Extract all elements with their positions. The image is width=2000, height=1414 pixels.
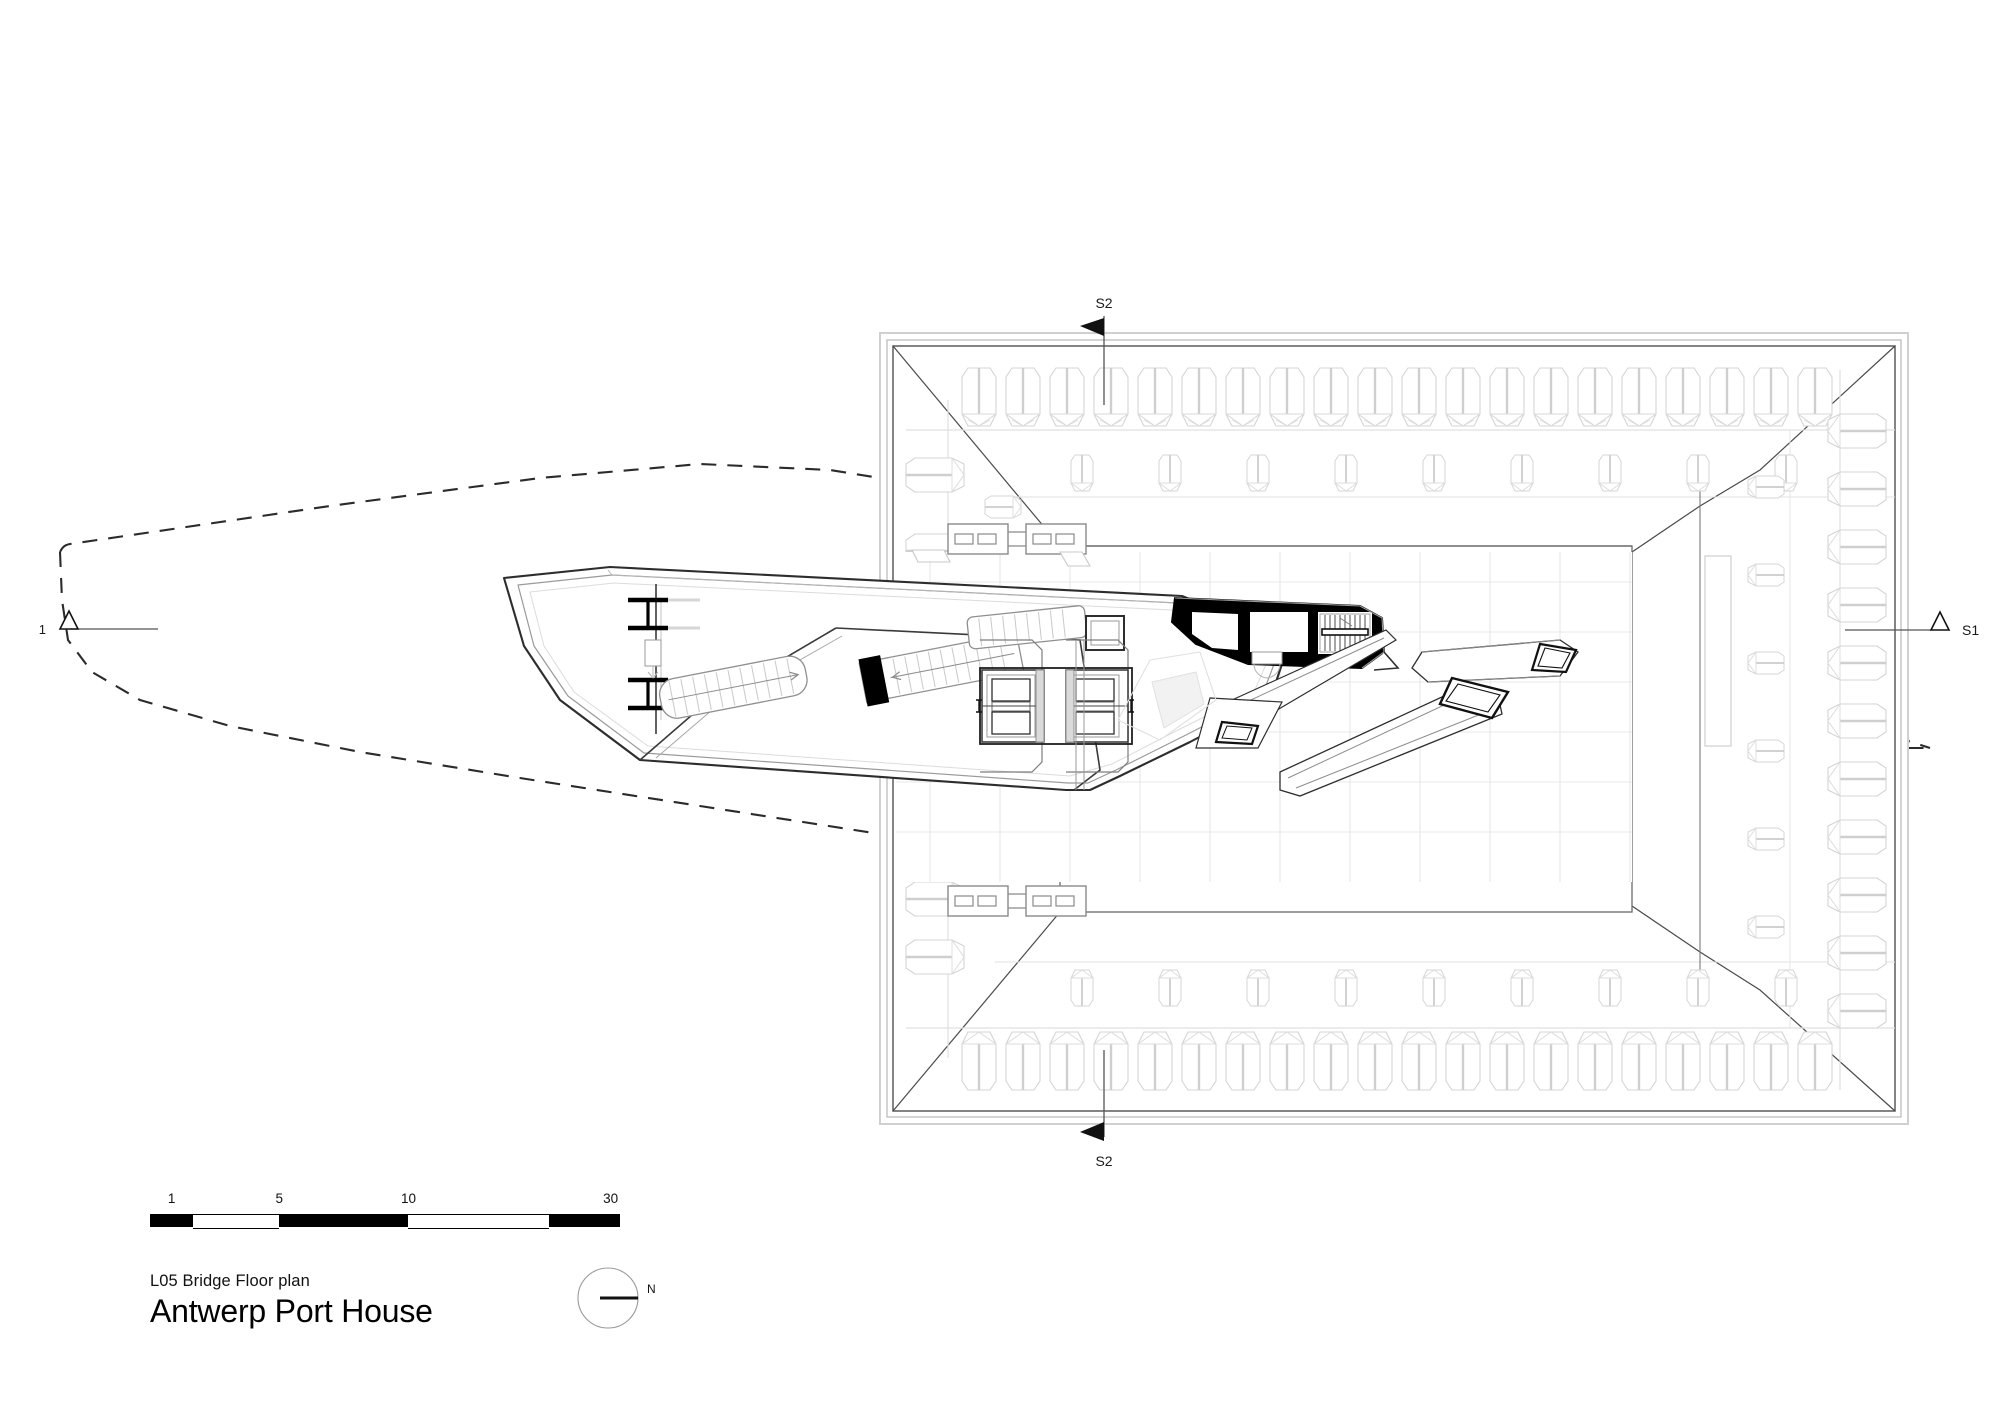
scale-bar-ticks: 1 5 10 30 [150,1192,620,1212]
elevator-left [976,669,1045,743]
scale-segment-1 [150,1214,194,1227]
title-block: 1 5 10 30 L05 Bridge Floor plan Antwerp … [150,1192,850,1330]
scale-tick-1: 1 [167,1191,176,1206]
section-marker-s2-bottom: S2 [1080,1050,1113,1169]
scale-segment-4 [408,1214,550,1229]
scale-tick-5: 5 [275,1191,284,1206]
section-marker-s1-left: 1 [39,609,158,637]
section-marker-s2-top: S2 [1080,295,1113,405]
north-label: N [647,1282,656,1296]
service-core [1171,597,1400,679]
roof-plant-boxes [911,523,1091,917]
north-arrow-group: N [575,1258,685,1330]
dormer-row-top-small [1070,454,1798,492]
escalator-runs [658,605,1125,719]
scale-segment-3 [279,1214,409,1227]
scale-segment-2 [193,1214,280,1229]
scale-segment-5 [549,1214,620,1227]
drawing-caption: L05 Bridge Floor plan Antwerp Port House [150,1272,850,1330]
section-label-s1-left: 1 [39,622,46,637]
page-title: Antwerp Port House [150,1293,433,1329]
core-stair [1319,613,1371,653]
elevator-bank [976,639,1134,790]
section-label-s2-top: S2 [1095,295,1112,311]
north-arrow [577,1267,639,1329]
section-marker-s1-right: S1 [1845,610,1979,638]
section-label-s2-bottom: S2 [1095,1153,1112,1169]
dormer-row-bottom-small [1070,969,1798,1007]
scale-tick-30: 30 [603,1191,619,1206]
section-label-s1-right: S1 [1962,622,1979,638]
drawing-subtitle: L05 Bridge Floor plan [150,1272,310,1290]
scale-bar: 1 5 10 30 [150,1192,620,1238]
courtyard-light-shafts [1117,629,1579,797]
scale-tick-10: 10 [400,1191,417,1206]
scale-bar-segments [150,1214,620,1229]
